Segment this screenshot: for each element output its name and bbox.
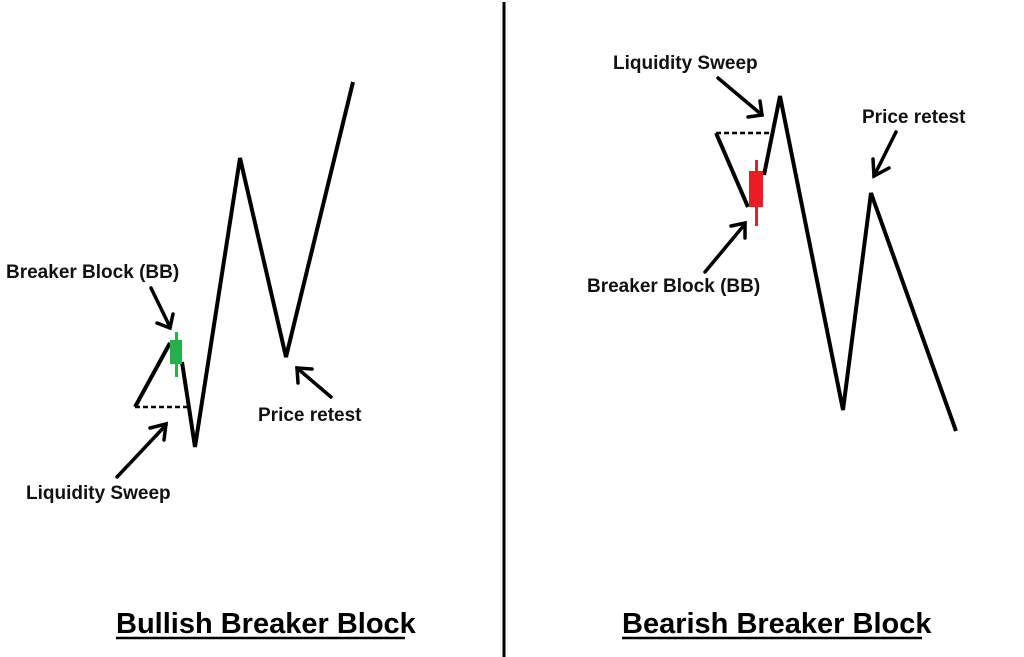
bearish-title: Bearish Breaker Block	[622, 608, 932, 640]
bullish-bb-arrow-icon	[149, 286, 175, 331]
bearish-panel: Liquidity Sweep Breaker Block (BB) Price…	[587, 53, 966, 640]
bullish-breaker-candle	[170, 332, 182, 377]
bullish-retest-arrow-icon	[295, 366, 333, 399]
bullish-liquidity-sweep-label: Liquidity Sweep	[26, 483, 171, 504]
bullish-title: Bullish Breaker Block	[116, 608, 417, 640]
bullish-liquidity-arrow-icon	[115, 421, 169, 479]
bullish-breaker-block-label: Breaker Block (BB)	[6, 262, 179, 283]
bearish-breaker-candle	[749, 160, 763, 226]
bearish-breaker-block-label: Breaker Block (BB)	[587, 276, 760, 297]
bearish-price-path-main	[762, 95, 958, 432]
bullish-price-path-main	[180, 81, 355, 448]
bullish-price-retest-label: Price retest	[258, 405, 362, 426]
bearish-bb-arrow-icon	[703, 220, 747, 274]
bullish-panel: Breaker Block (BB) Liquidity Sweep Price…	[6, 81, 417, 640]
bearish-liquidity-arrow-icon	[716, 76, 764, 119]
bearish-price-retest-label: Price retest	[862, 107, 966, 128]
bullish-price-path	[133, 342, 172, 408]
bearish-liquidity-sweep-label: Liquidity Sweep	[613, 53, 758, 74]
bearish-price-path	[714, 132, 750, 208]
bearish-retest-arrow-icon	[871, 130, 898, 179]
